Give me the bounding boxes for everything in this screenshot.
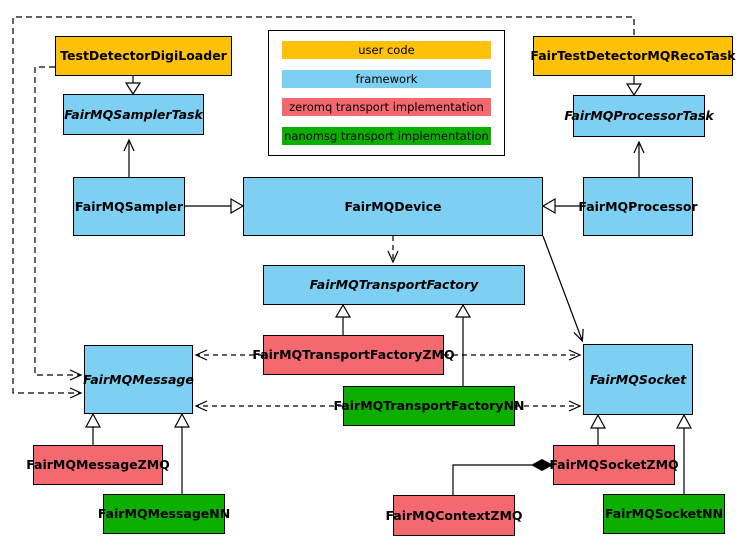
- triangle-factoryzmq-factory: [334, 303, 352, 318]
- triangle-messagezmq-message: [84, 412, 102, 428]
- edge-socketzmq-contextzmq: [452, 464, 532, 495]
- legend-zeromq: zeromq transport implementation: [282, 98, 491, 117]
- class-box-fairmqtransportfactoryzmq: FairMQTransportFactoryZMQ: [252, 335, 455, 375]
- class-box-fairmqsocket: FairMQSocket: [583, 344, 693, 415]
- legend-nanomsg: nanomsg transport implementation: [282, 126, 491, 145]
- class-box-testdetectordigiloader: TestDetectorDigiLoader: [55, 36, 232, 76]
- triangle-factorynn-factory: [454, 303, 472, 318]
- legend-user-code: user code: [282, 41, 491, 60]
- triangle-digiloader-samplertask: [124, 82, 142, 96]
- triangle-recotask-processortask: [625, 83, 643, 97]
- class-box-fairmqdevice: FairMQDevice: [243, 177, 543, 236]
- class-box-fairmqtransportfactorynn: FairMQTransportFactoryNN: [334, 386, 525, 426]
- edge-digiloader-message: [34, 66, 83, 381]
- triangle-processor-device: [541, 197, 556, 215]
- class-box-fairmqsamplertask: FairMQSamplerTask: [63, 94, 204, 135]
- class-box-fairmqprocessortask: FairMQProcessorTask: [564, 95, 714, 137]
- triangle-socketnn-socket: [675, 413, 693, 429]
- edge-device-socket: [542, 235, 584, 343]
- triangle-socketzmq-socket: [589, 413, 607, 429]
- edge-recotask-message: [12, 16, 635, 399]
- legend: user code framework zeromq transport imp…: [268, 30, 505, 156]
- class-box-fairtestdetectormqrecotask: FairTestDetectorMQRecoTask: [530, 36, 736, 76]
- triangle-sampler-device: [230, 197, 245, 215]
- class-box-fairmqsocketnn: FairMQSocketNN: [603, 494, 725, 534]
- class-box-fairmqtransportfactory: FairMQTransportFactory: [263, 265, 525, 305]
- triangle-messagenn-message: [173, 412, 191, 428]
- class-box-fairmqmessagenn: FairMQMessageNN: [98, 494, 230, 534]
- class-box-fairmqsampler: FairMQSampler: [73, 177, 185, 236]
- class-box-fairmqsocketzmq: FairMQSocketZMQ: [549, 445, 679, 485]
- class-box-fairmqprocessor: FairMQProcessor: [578, 177, 698, 236]
- class-box-fairmqcontextzmq: FairMQContextZMQ: [385, 495, 523, 536]
- legend-framework: framework: [282, 69, 491, 88]
- composition-diamond: [531, 459, 553, 471]
- class-box-fairmqmessagezmq: FairMQMessageZMQ: [26, 445, 170, 485]
- class-box-fairmqmessage: FairMQMessage: [83, 345, 194, 414]
